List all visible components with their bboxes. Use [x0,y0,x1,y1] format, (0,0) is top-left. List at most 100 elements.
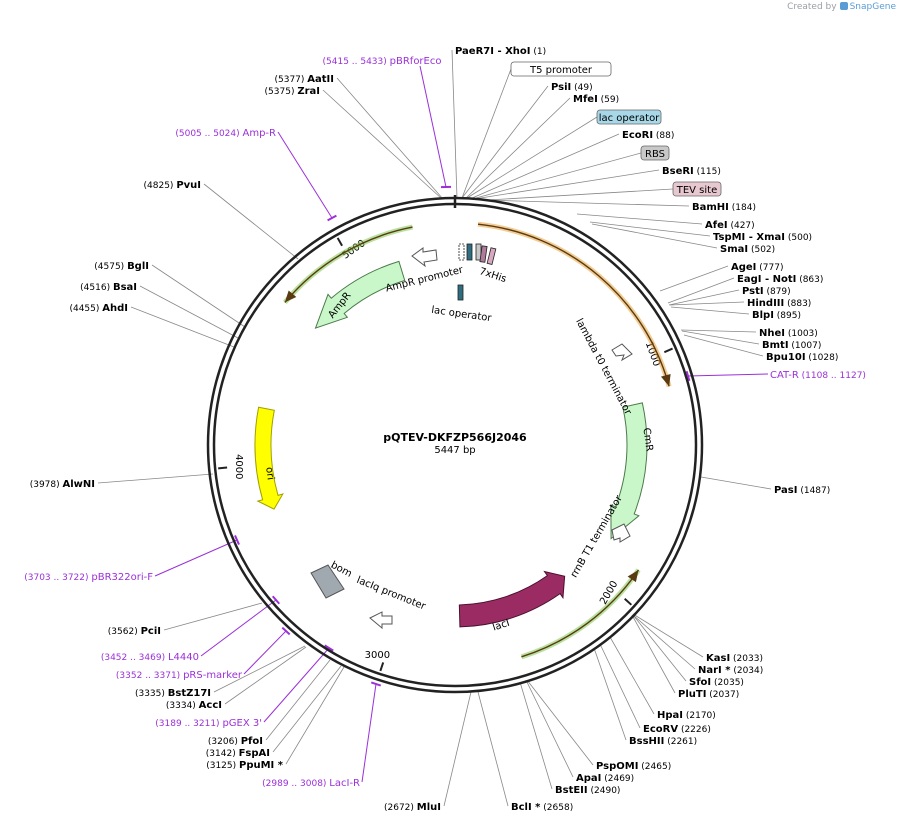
lambda-terminator-label: lambda t0 terminator [573,317,633,418]
tick-label-4000: 4000 [233,454,244,479]
enzyme-site-bsai: (4516) BsaI [80,282,137,293]
enzyme-label-nhei: NheI (1003) [759,328,818,339]
enzyme-site-smai: SmaI (502) [720,244,775,255]
enzyme-label-aatii: (5377) AatII [274,74,334,85]
enzyme-name: AhdI [102,303,128,314]
primer-laci-r: (2989 .. 3008) LacI-R [262,778,360,789]
enzyme-site-paer7i: PaeR7I - XhoI (1) [455,46,546,57]
primer-name: LacI-R [329,778,360,789]
enzyme-suffix: - NotI [761,274,796,285]
enzyme-position: (895) [774,311,801,321]
primer-amp-r: (5005 .. 5024) Amp-R [175,128,276,139]
enzyme-leader-line [683,334,764,357]
enzyme-position: (2037) [706,690,739,700]
enzyme-name: PasI [774,485,797,496]
plasmid-length: 5447 bp [434,445,475,456]
ampr-promoter-arrow [411,247,438,268]
enzyme-position: (88) [653,131,674,141]
enzyme-name: EcoRI [622,130,653,141]
enzyme-leader-line [519,681,553,790]
enzyme-name: PluTI [678,689,706,700]
feature-tag-rbs: RBS [640,145,670,161]
enzyme-label-hpai: HpaI (2170) [657,710,716,721]
enzyme-position: (3206) [208,737,241,747]
enzyme-leader-line [591,223,718,249]
primer-pgex-3: (3189 .. 3211) pGEX 3' [155,718,262,729]
enzyme-label-pcii: (3562) PciI [108,626,161,637]
enzyme-position: (777) [756,263,783,273]
enzyme-name: PfoI [241,736,263,747]
enzyme-position: (879) [764,287,791,297]
label-leader-lines [97,49,772,807]
enzyme-leader-line [203,183,299,260]
enzyme-position: (1487) [797,486,830,496]
orange-feature-band-glow [477,221,672,388]
enzyme-leader-line [632,614,687,682]
enzyme-leader-line [576,213,703,225]
primer-label-pbrforeco: (5415 .. 5433) pBRforEco [323,56,442,67]
enzyme-position: (2465) [638,762,671,772]
primer-leader-line [687,373,769,377]
feature-leader-line [475,152,642,199]
primer-site-mark [370,681,382,687]
enzyme-position: (3562) [108,627,141,637]
enzyme-site-nhei: NheI (1003) [759,328,818,339]
primer-range: (5005 .. 5024) [175,129,242,139]
enzyme-position: (2226) [678,725,711,735]
enzyme-site-zrai: (5375) ZraI [265,86,320,97]
enzyme-site-acci: (3334) AccI [166,700,222,711]
primer-leader-line [361,683,377,783]
enzyme-position: (4825) [144,181,177,191]
enzyme-leader-line [700,476,772,490]
primer-leader-line [419,65,447,188]
orange-feature-band-arrowhead [660,374,671,387]
enzyme-leader-line [163,602,263,631]
enzyme-leader-line [443,691,472,807]
primer-site-mark [281,626,291,636]
his-tag-box [479,245,488,263]
ampr-outer-band-arrowhead [284,290,297,303]
tick-mark-2000 [624,598,633,606]
enzyme-leader-line [668,289,740,306]
enzyme-label-bstz17i: (3335) BstZ17I [135,688,211,699]
primer-name: L4440 [168,652,199,663]
enzyme-leader-line [631,614,676,694]
enzyme-position: (2658) [540,803,573,813]
enzyme-leader-line [461,85,549,199]
enzyme-name: BglI [127,261,149,272]
enzyme-name: BmtI [762,340,789,351]
enzyme-name: BstZ17I [168,688,211,699]
enzyme-name: ApaI [576,773,601,784]
enzyme-site-aatii: (5377) AatII [274,74,334,85]
his-tag-label: 7xHis [478,266,508,285]
enzyme-name: SmaI [720,244,748,255]
enzyme-site-bsshii: BssHII (2261) [629,736,697,747]
laci-arrow [458,570,566,628]
feature-leader-line [487,188,674,201]
ori-arrow [254,406,284,510]
enzyme-label-mfei: MfeI (59) [573,94,619,105]
enzyme-position: (2672) [384,803,417,813]
primer-prs-marker: (3352 .. 3371) pRS-marker [116,670,243,681]
enzyme-position: (500) [785,233,812,243]
enzyme-position: (1007) [789,341,822,351]
primer-range: (3703 .. 3722) [24,573,91,583]
enzyme-leader-line [224,646,307,705]
enzyme-site-kasi: KasI (2033) [706,653,763,664]
enzyme-name: HindIII [747,298,784,309]
enzyme-name: KasI [706,653,730,664]
enzyme-position: (184) [729,203,756,213]
enzyme-leader-line [680,329,757,333]
enzyme-label-bsai: (4516) BsaI [80,282,137,293]
feature-leader-line [461,68,512,199]
enzyme-label-alwni: (3978) AlwNI [30,479,95,490]
enzyme-label-sfoi: SfoI (2035) [689,677,744,688]
enzyme-label-pasi: PasI (1487) [774,485,830,496]
enzyme-label-afei: AfeI (427) [705,220,755,231]
enzyme-position: (5377) [274,75,307,85]
primer-name: pRS-marker [183,670,243,681]
enzyme-position: (4455) [69,304,102,314]
enzyme-label-pvui: (4825) PvuI [144,180,201,191]
enzyme-leader-line [265,659,331,741]
enzyme-name: AfeI [705,220,728,231]
